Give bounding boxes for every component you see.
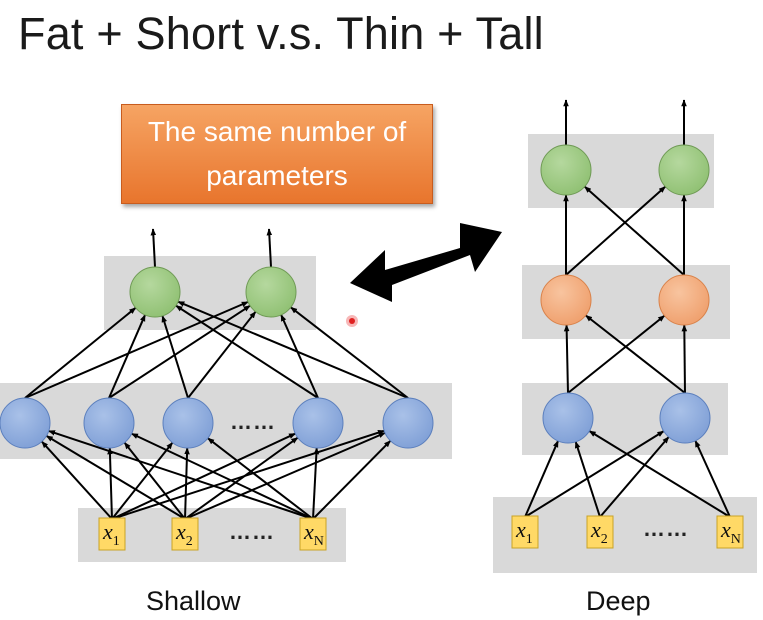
input-to-hidden-arrow (599, 436, 670, 518)
shallow-input-1: x1 (98, 517, 126, 551)
deep-input-3: xN (716, 515, 744, 549)
input-box (716, 515, 744, 549)
hidden-to-output-arrow (280, 314, 319, 399)
input-to-hidden-arrow (107, 447, 113, 520)
input-subscript: 2 (601, 532, 608, 547)
hidden-to-output-arrow (24, 307, 137, 399)
hidden-to-output-arrow (187, 311, 257, 399)
input-to-hidden-arrow (111, 441, 174, 520)
input-to-hidden-arrow (111, 432, 296, 520)
deep-caption: Deep (586, 586, 651, 616)
shallow-input-3: xN (299, 517, 327, 551)
input-box (98, 517, 126, 551)
input-to-hidden-arrow (312, 447, 320, 520)
hidden-to-output-arrow (565, 185, 666, 276)
input-subscript: N (314, 534, 324, 549)
input-subscript: N (731, 532, 741, 547)
shallow-hidden-neuron-2 (83, 397, 135, 449)
input-box (171, 517, 199, 551)
double-headed-arrow-icon (350, 223, 502, 302)
deep-input-2: x2 (586, 515, 614, 549)
input-to-hidden-arrow (312, 440, 392, 520)
deep-hidden1-neuron-1 (542, 392, 594, 444)
hidden-to-output-arrow (584, 185, 685, 276)
input-to-hidden-arrow (588, 430, 731, 518)
hidden-to-hidden-arrow (585, 314, 686, 394)
callout-text: The same number of parameters (147, 116, 407, 191)
shallow-hidden-neuron-3 (162, 397, 214, 449)
input-to-hidden-arrow (130, 432, 314, 520)
shallow-hidden-ellipsis: …… (230, 409, 276, 434)
hidden-to-hidden-arrow (681, 324, 688, 394)
input-box (299, 517, 327, 551)
input-box (586, 515, 614, 549)
hidden-to-output-arrow (161, 315, 189, 399)
deep-hidden1-neuron-2 (659, 392, 711, 444)
input-to-hidden-arrow (41, 440, 113, 520)
deep-hidden2-neuron-1 (540, 274, 592, 326)
input-to-hidden-arrow (524, 430, 665, 518)
input-to-hidden-arrow (184, 436, 299, 520)
shallow-output-neuron-2 (245, 266, 297, 318)
input-box (511, 515, 539, 549)
shallow-input-ellipsis: …… (229, 519, 275, 544)
input-to-hidden-arrow (574, 441, 601, 518)
hidden-to-output-arrow (108, 314, 146, 399)
input-subscript: 1 (113, 534, 120, 549)
hidden-to-output-arrow (24, 300, 249, 399)
shallow-input-2: x2 (171, 517, 199, 551)
shallow-output-neuron-1 (129, 266, 181, 318)
deep-output-neuron-1 (540, 144, 592, 196)
input-subscript: 2 (186, 534, 193, 549)
shallow-hidden-neuron-4 (292, 397, 344, 449)
deep-input-ellipsis: …… (643, 516, 689, 541)
laser-pointer-dot-icon (346, 315, 358, 327)
input-to-hidden-arrow (45, 435, 186, 520)
input-to-hidden-arrow (524, 440, 559, 518)
hidden-to-hidden-arrow (567, 314, 666, 394)
input-to-hidden-arrow (694, 440, 731, 518)
hidden-to-output-arrow (290, 306, 409, 399)
shallow-hidden-layer-band (0, 383, 452, 459)
input-to-hidden-arrow (123, 441, 186, 520)
deep-input-1: x1 (511, 515, 539, 549)
input-subscript: 1 (526, 532, 533, 547)
hidden-to-output-arrow (177, 300, 409, 399)
shallow-caption: Shallow (146, 586, 241, 616)
output-arrow (150, 228, 157, 268)
input-to-hidden-arrow (48, 429, 314, 520)
input-to-hidden-arrow (207, 437, 314, 520)
deep-output-neuron-2 (658, 144, 710, 196)
hidden-to-hidden-arrow (563, 324, 570, 394)
hidden-to-output-arrow (175, 304, 319, 399)
deep-hidden2-neuron-2 (658, 274, 710, 326)
shallow-hidden-neuron-5 (382, 397, 434, 449)
shallow-hidden-neuron-1 (0, 397, 51, 449)
slide-title: Fat + Short v.s. Thin + Tall (18, 8, 544, 59)
input-to-hidden-arrow (111, 429, 385, 520)
input-to-hidden-arrow (184, 431, 386, 520)
output-arrow (266, 228, 273, 268)
parameters-callout: The same number of parameters (121, 104, 433, 204)
